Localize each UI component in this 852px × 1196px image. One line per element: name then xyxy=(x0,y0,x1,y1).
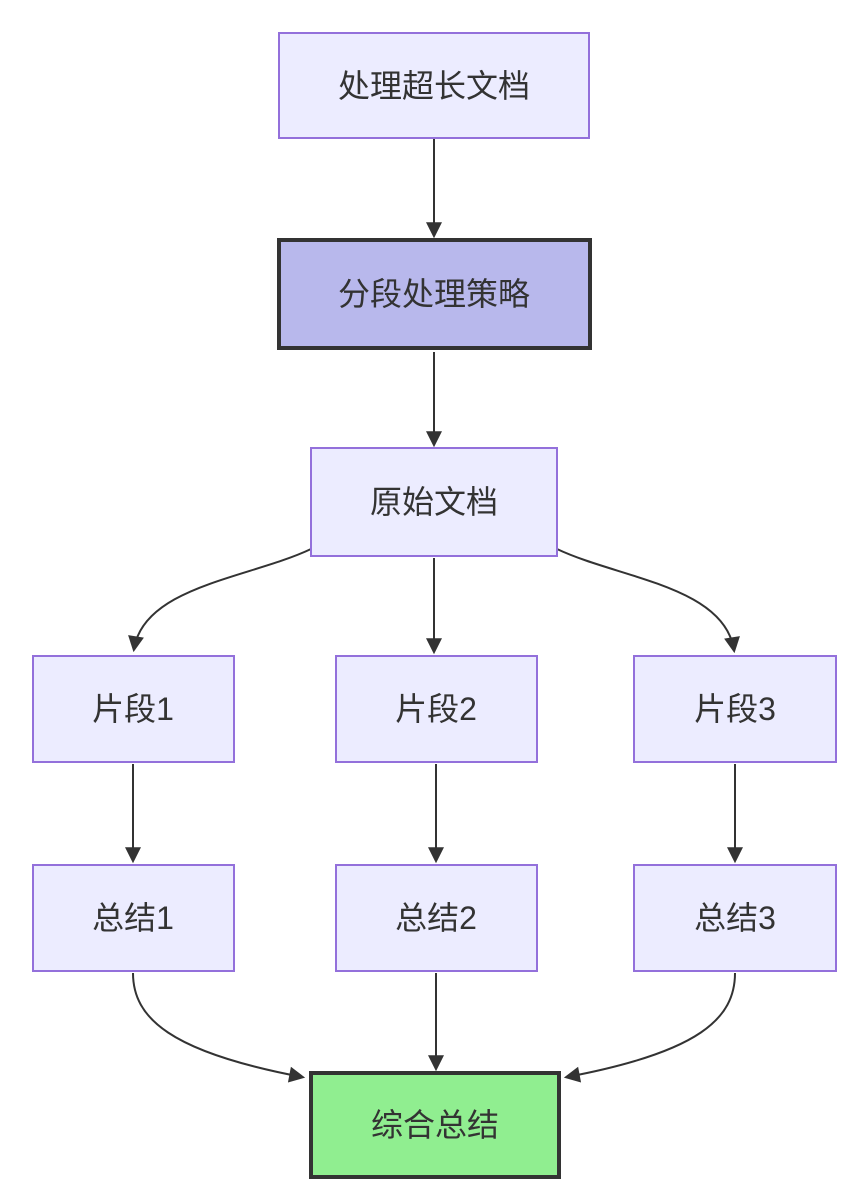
node-summary-3-label: 总结3 xyxy=(694,900,776,936)
node-fragment-1-label: 片段1 xyxy=(92,691,174,727)
edge-summary3-final xyxy=(563,972,736,1083)
node-final-summary-label: 综合总结 xyxy=(371,1107,499,1143)
node-original-doc-label: 原始文档 xyxy=(370,484,498,520)
node-fragment-3-box xyxy=(633,655,837,763)
node-doc-task-label: 处理超长文档 xyxy=(338,68,530,104)
node-fragment-2-label: 片段2 xyxy=(395,691,477,727)
node-summary-2-label: 总结2 xyxy=(395,900,477,936)
node-doc-task: 处理超长文档 xyxy=(278,32,590,139)
node-fragment-3-label: 片段3 xyxy=(694,691,776,727)
node-strategy-label: 分段处理策略 xyxy=(338,276,530,312)
node-fragment-3: 片段3 xyxy=(633,655,837,763)
edge-summary1-final xyxy=(132,972,306,1083)
node-final-summary: 综合总结 xyxy=(309,1071,561,1179)
node-summary-1: 总结1 xyxy=(32,864,235,972)
node-fragment-1: 片段1 xyxy=(32,655,235,763)
node-summary-1-box xyxy=(32,864,235,972)
node-fragment-1-box xyxy=(32,655,235,763)
node-summary-2-box xyxy=(335,864,538,972)
edge-original-fragment1 xyxy=(128,548,312,653)
node-summary-1-label: 总结1 xyxy=(92,900,174,936)
node-original-doc: 原始文档 xyxy=(310,447,558,557)
node-fragment-2-box xyxy=(335,655,538,763)
node-final-summary-box xyxy=(309,1071,561,1179)
node-summary-3-box xyxy=(633,864,837,972)
node-original-doc-box xyxy=(310,447,558,557)
node-strategy: 分段处理策略 xyxy=(277,238,592,350)
node-fragment-2: 片段2 xyxy=(335,655,538,763)
edge-group xyxy=(125,139,743,1083)
node-summary-2: 总结2 xyxy=(335,864,538,972)
node-summary-3: 总结3 xyxy=(633,864,837,972)
node-strategy-box xyxy=(277,238,592,350)
edge-original-fragment3 xyxy=(556,548,740,654)
node-doc-task-box xyxy=(278,32,590,139)
